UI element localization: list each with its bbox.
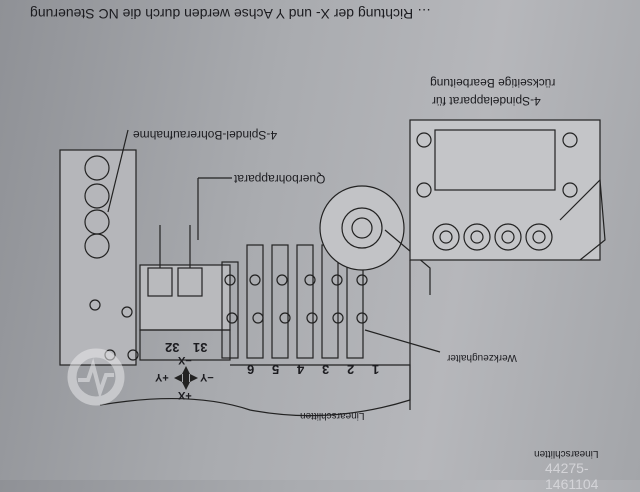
drill-holder-circles bbox=[84, 155, 110, 259]
label-section-footer: Linearschlitten bbox=[534, 448, 599, 459]
label-tool-holder: Werkzeughalter bbox=[447, 352, 517, 363]
spindle-heads bbox=[432, 223, 553, 251]
drive-disc bbox=[319, 185, 405, 271]
station-31: 31 bbox=[193, 340, 208, 355]
label-spindle-unit-line1: 4-Spindelapparat für bbox=[432, 94, 541, 108]
station-4: 4 bbox=[297, 362, 305, 377]
station-5: 5 bbox=[272, 362, 280, 377]
axis-minus-x: −X bbox=[178, 354, 192, 366]
top-paragraph-text: … Richtung der X- und Y Achse werden dur… bbox=[30, 6, 432, 22]
machine-diagram bbox=[59, 119, 606, 417]
station-3: 3 bbox=[322, 362, 330, 377]
station-6: 6 bbox=[247, 362, 255, 377]
station-32: 32 bbox=[165, 340, 180, 355]
label-spindle-unit-line2: rückseitige Bearbeitung bbox=[430, 76, 556, 90]
label-drill-holder: 4-Spindel-Bohreraufnahme bbox=[133, 128, 278, 142]
axis-minus-y: −Y bbox=[200, 371, 214, 383]
station-1: 1 bbox=[372, 362, 380, 377]
axis-plus-x: +X bbox=[178, 389, 192, 401]
axis-plus-y: +Y bbox=[155, 371, 169, 383]
watermark-gear-icon bbox=[67, 348, 125, 406]
station-2: 2 bbox=[347, 362, 355, 377]
watermark-id: 44275-1461104 bbox=[545, 460, 599, 492]
label-cross-drill: Querbohrapparat bbox=[234, 172, 326, 186]
cross-drill-unit bbox=[139, 264, 231, 331]
label-linear-slide: Linearschlitten bbox=[300, 410, 365, 421]
axis-cross-icon bbox=[174, 366, 198, 390]
